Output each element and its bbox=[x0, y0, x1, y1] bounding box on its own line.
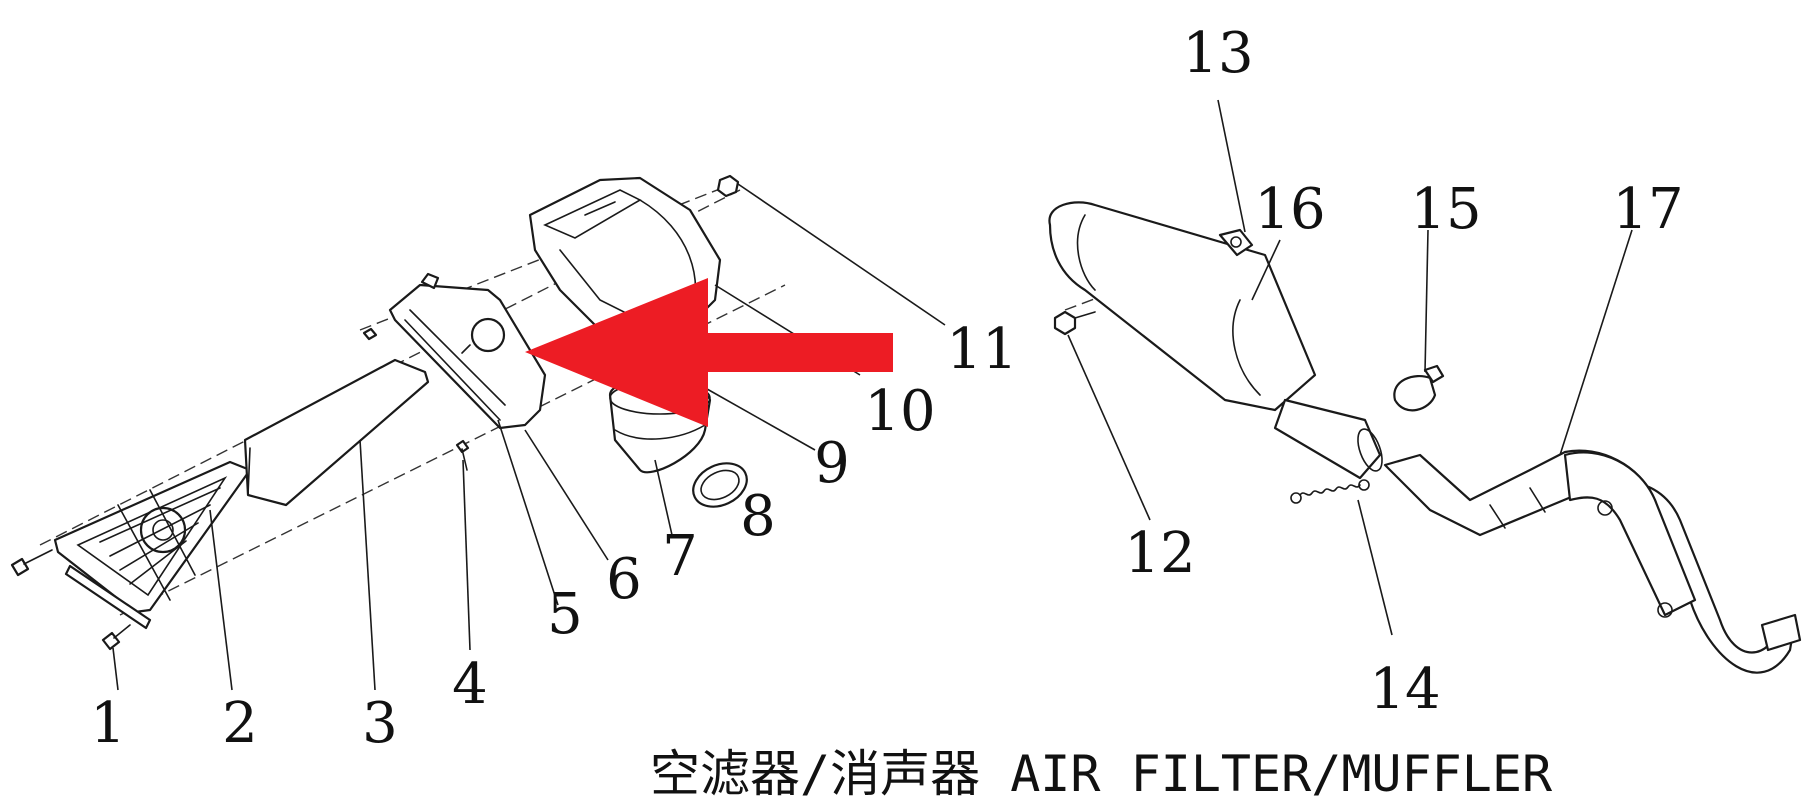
diagram-caption: 空滤器/消声器 AIR FILTER/MUFFLER bbox=[650, 745, 1553, 803]
part-17-header-pipe bbox=[1383, 449, 1802, 674]
callout-1: 1 bbox=[90, 691, 126, 756]
part-5-air-box bbox=[388, 272, 547, 430]
callout-6: 6 bbox=[606, 547, 642, 612]
callout-14: 14 bbox=[1369, 657, 1440, 722]
callout-2: 2 bbox=[222, 691, 258, 756]
callout-10: 10 bbox=[864, 379, 935, 444]
callout-12: 12 bbox=[1124, 521, 1195, 586]
callout-17: 17 bbox=[1612, 177, 1683, 242]
part-14-spring bbox=[1290, 479, 1370, 504]
callout-13: 13 bbox=[1182, 21, 1253, 86]
callout-3: 3 bbox=[362, 691, 398, 756]
callout-7: 7 bbox=[662, 524, 698, 589]
callout-9: 9 bbox=[814, 431, 850, 496]
part-1-screw bbox=[10, 549, 131, 651]
callout-8: 8 bbox=[740, 484, 776, 549]
callout-11: 11 bbox=[946, 317, 1017, 382]
part-15-clamp bbox=[1393, 364, 1445, 412]
part-12-bolt bbox=[1053, 310, 1096, 336]
part-4-screw bbox=[362, 327, 470, 471]
leader-lines bbox=[112, 99, 1633, 691]
callout-4: 4 bbox=[452, 652, 488, 717]
part-3-filter-element bbox=[243, 358, 430, 507]
part-2-filter-cage bbox=[53, 460, 252, 630]
callout-15: 15 bbox=[1410, 177, 1481, 242]
part-16-muffler bbox=[1048, 201, 1317, 412]
muffler-assembly bbox=[1048, 201, 1802, 674]
muffler-outlet-pipe bbox=[1273, 398, 1383, 480]
callout-numbers: 1 2 3 4 5 6 7 8 9 10 11 12 13 14 15 16 1… bbox=[90, 21, 1683, 756]
callout-16: 16 bbox=[1254, 177, 1325, 242]
callout-5: 5 bbox=[547, 582, 583, 647]
part-11-nut bbox=[716, 174, 740, 198]
red-arrow-icon bbox=[525, 278, 893, 427]
part-8-hose-clamp bbox=[692, 462, 748, 508]
